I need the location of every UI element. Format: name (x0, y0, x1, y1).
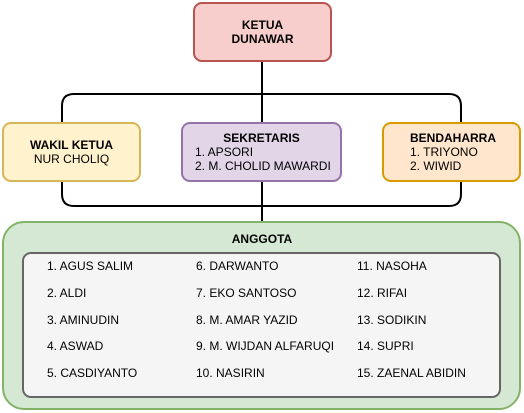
anggota-member: 11. NASOHA (357, 259, 427, 273)
anggota-title: ANGGOTA (231, 232, 293, 246)
anggota-member: 7. EKO SANTOSO (196, 285, 297, 300)
anggota-member: 6. DARWANTO (196, 259, 279, 273)
anggota-member: 1. AGUS SALIM (47, 259, 134, 273)
anggota-member: 3. AMINUDIN (47, 312, 120, 327)
anggota-member: 13. SODIKIN (357, 312, 427, 327)
anggota-member: 4. ASWAD (47, 339, 104, 354)
anggota-member: 14. SUPRI (357, 339, 414, 354)
sekretaris-title: SEKRETARIS (223, 131, 300, 145)
anggota-column-2: 6. DARWANTO 7. EKO SANTOSO 8. M. AMAR YA… (196, 259, 334, 393)
bendahara-title: BENDAHARRA (410, 131, 496, 145)
anggota-list-panel (22, 252, 501, 398)
anggota-column-1: 1. AGUS SALIM 2. ALDI 3. AMINUDIN 4. ASW… (47, 259, 137, 393)
anggota-member: 8. M. AMAR YAZID (196, 312, 298, 327)
sekretaris-member: 1. APSORI (195, 145, 254, 159)
wakil-ketua-title: WAKIL KETUA (29, 138, 114, 152)
anggota-column-3: 11. NASOHA 12. RIFAI 13. SODIKIN 14. SUP… (357, 259, 466, 393)
anggota-member: 5. CASDIYANTO (47, 366, 138, 380)
bendahara-member: 1. TRIYONO (410, 145, 478, 159)
bendahara-box: BENDAHARRA 1. TRIYONO 2. WIWID (382, 122, 521, 182)
anggota-member: 15. ZAENAL ABIDIN (357, 366, 466, 380)
sekretaris-member: 2. M. CHOLID MAWARDI (195, 159, 331, 173)
wakil-ketua-box: WAKIL KETUA NUR CHOLIQ (2, 122, 141, 182)
anggota-member: 2. ALDI (47, 285, 87, 300)
anggota-member: 10. NASIRIN (196, 366, 265, 380)
wakil-ketua-name: NUR CHOLIQ (33, 152, 110, 166)
ketua-box: KETUA DUNAWAR (193, 2, 332, 62)
sekretaris-box: SEKRETARIS 1. APSORI 2. M. CHOLID MAWARD… (181, 122, 342, 182)
ketua-title: KETUA (241, 18, 284, 32)
ketua-name: DUNAWAR (231, 32, 294, 46)
anggota-member: 12. RIFAI (357, 285, 408, 300)
bendahara-member: 2. WIWID (410, 159, 462, 173)
anggota-member: 9. M. WIJDAN ALFARUQI (196, 339, 335, 354)
